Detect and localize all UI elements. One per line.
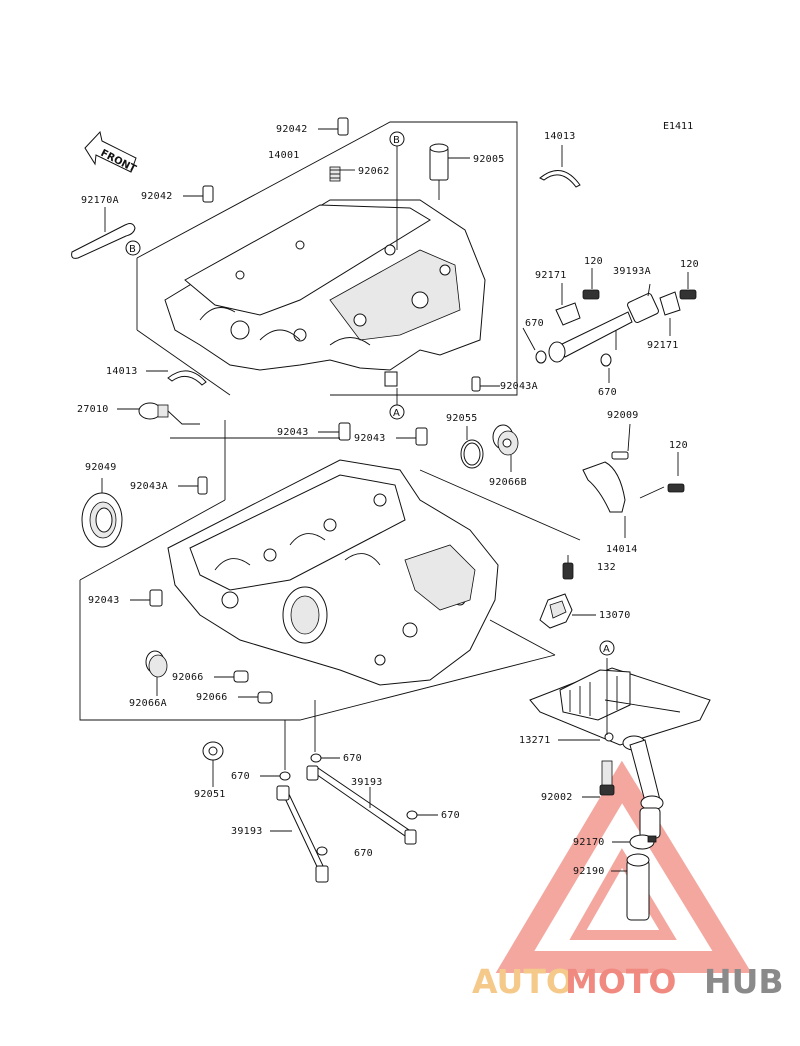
stud-92062 — [329, 166, 355, 182]
label-120-b: 120 — [680, 259, 699, 270]
plug-92066-b — [238, 691, 273, 704]
callout-b-left-text: B — [129, 244, 136, 255]
label-39193-b: 39193 — [231, 826, 263, 837]
callout-a-bottom — [599, 640, 615, 656]
label-670-e: 670 — [441, 810, 460, 821]
oil-pipe-hose — [626, 739, 664, 921]
label-92043-a: 92043 — [277, 427, 309, 438]
o-ring-670-c — [310, 753, 340, 763]
clamp-92170 — [612, 834, 657, 850]
dowel-pin-92042-top — [318, 117, 349, 136]
label-92066A: 92066A — [129, 698, 167, 709]
upper-crankcase-frame — [136, 121, 518, 396]
label-92171-right: 92171 — [647, 340, 679, 351]
dowel-92043-b — [396, 427, 428, 446]
label-92042-left: 92042 — [141, 191, 173, 202]
o-ring-670-e — [406, 810, 438, 820]
dowel-92043-c — [130, 589, 163, 607]
watermark-auto: AUTO — [472, 962, 574, 1001]
label-92042-top: 92042 — [276, 124, 308, 135]
watermark-logo-text: AUTO MOTO HUB — [472, 962, 784, 1001]
watermark-logo-triangle — [495, 760, 752, 973]
screw-92009 — [611, 423, 631, 460]
clamp-92170A — [71, 207, 136, 259]
label-13271: 13271 — [519, 735, 551, 746]
label-92171-left: 92171 — [535, 270, 567, 281]
dowel-92043A-left — [178, 476, 208, 495]
oil-pipe-39193A — [522, 268, 697, 383]
oil-pipe-39193-a — [306, 765, 417, 845]
plate-14014 — [582, 461, 665, 538]
label-92009: 92009 — [607, 410, 639, 421]
plug-92066-a — [214, 670, 249, 683]
label-92043A-left: 92043A — [130, 481, 168, 492]
callout-a-mid-text: A — [393, 408, 400, 419]
callout-b-top-text: B — [393, 135, 400, 146]
label-670-c: 670 — [343, 753, 362, 764]
label-92062: 92062 — [358, 166, 390, 177]
bearing-14013-top — [539, 145, 581, 188]
o-ring-670-d — [260, 771, 291, 781]
front-arrow-icon: FRONT — [84, 130, 138, 175]
plug-92066A — [145, 650, 168, 696]
bolt-120-c — [667, 452, 685, 493]
washer-92051 — [202, 741, 224, 787]
fitting-92005 — [429, 143, 470, 200]
o-ring-670-f — [316, 846, 328, 856]
part-labels: 92042 14001 92062 92005 14013 92042 9217… — [77, 124, 699, 877]
label-14013-top: 14013 — [544, 131, 576, 142]
watermark-moto: MOTO — [565, 962, 676, 1001]
label-92043A-right: 92043A — [500, 381, 538, 392]
callout-a-bottom-text: A — [603, 644, 610, 655]
lower-crankcase — [167, 459, 499, 686]
label-92051: 92051 — [194, 789, 226, 800]
label-670-a: 670 — [525, 318, 544, 329]
plug-92066B — [492, 424, 519, 472]
oil-screen-13271 — [529, 658, 711, 751]
callout-b-left — [125, 240, 141, 256]
label-120-a: 120 — [584, 256, 603, 267]
diagram-code: E1411 — [663, 121, 693, 132]
label-13070: 13070 — [599, 610, 631, 621]
o-ring-92055 — [460, 426, 484, 469]
label-92005: 92005 — [473, 154, 505, 165]
label-92043-c: 92043 — [88, 595, 120, 606]
bolt-132 — [562, 555, 574, 580]
label-92043-b: 92043 — [354, 433, 386, 444]
plug-92002 — [582, 760, 615, 798]
label-670-f: 670 — [354, 848, 373, 859]
label-132: 132 — [597, 562, 616, 573]
guide-13070 — [539, 593, 596, 629]
label-92190: 92190 — [573, 866, 605, 877]
label-92066B: 92066B — [489, 477, 527, 488]
upper-crankcase — [164, 199, 486, 387]
watermark-hub: HUB — [704, 962, 784, 1001]
oil-seal-92049 — [81, 478, 123, 548]
label-670-b: 670 — [598, 387, 617, 398]
label-14013-mid: 14013 — [106, 366, 138, 377]
label-39193A: 39193A — [613, 266, 651, 277]
switch-27010 — [117, 402, 200, 425]
label-92055: 92055 — [446, 413, 478, 424]
label-670-d: 670 — [231, 771, 250, 782]
label-92170: 92170 — [573, 837, 605, 848]
label-27010: 27010 — [77, 404, 109, 415]
bearing-14013-mid — [146, 370, 207, 386]
dowel-pin-92042-left — [183, 185, 214, 203]
label-14001: 14001 — [268, 150, 300, 161]
label-92066-a: 92066 — [172, 672, 204, 683]
label-39193-a: 39193 — [351, 777, 383, 788]
oil-pipe-39193-b — [270, 785, 329, 883]
dowel-92043-a — [318, 422, 351, 441]
label-92049: 92049 — [85, 462, 117, 473]
lower-crankcase-frame — [79, 420, 581, 721]
label-92002: 92002 — [541, 792, 573, 803]
label-92066-b: 92066 — [196, 692, 228, 703]
label-92170A: 92170A — [81, 195, 119, 206]
label-120-c: 120 — [669, 440, 688, 451]
label-14014: 14014 — [606, 544, 638, 555]
dowel-92043A-right — [471, 376, 500, 392]
